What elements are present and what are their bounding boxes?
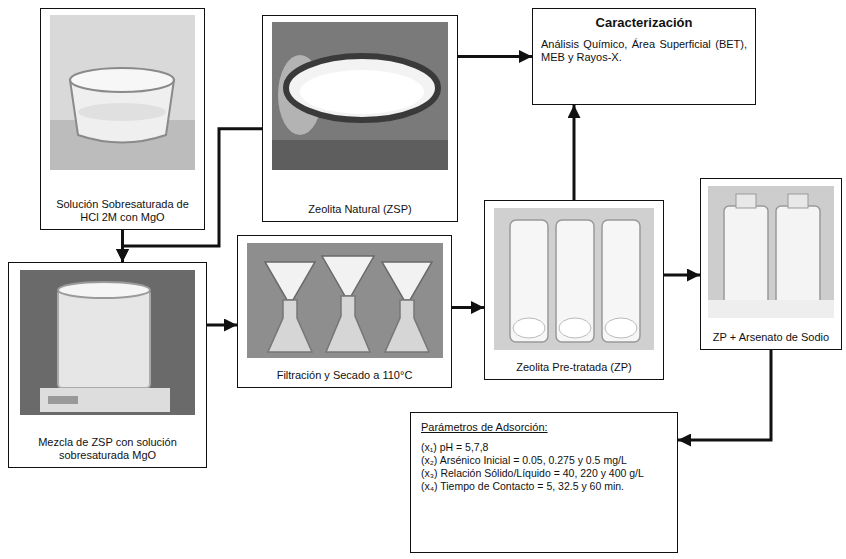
parameter-line: (x₄) Tiempo de Contacto = 5, 32.5 y 60 m… (421, 480, 667, 493)
process-box: Mezcla de ZSP con solución sobresaturada… (8, 262, 207, 468)
photo-caption: Solución Sobresaturada de HCl 2M con MgO (47, 198, 198, 224)
parameter-line: (x₃) Relación Sólido/Líquido = 40, 220 y… (421, 467, 667, 480)
box-heading: Parámetros de Adsorción: (421, 421, 667, 433)
flow-arrow (207, 324, 237, 327)
photo-caption: Zeolita Natural (ZSP) (269, 203, 451, 216)
box-heading: Caracterización (541, 15, 747, 30)
process-box: ZP + Arsenato de Sodio (700, 178, 842, 350)
photo-caption: Zeolita Pre-tratada (ZP) (491, 361, 657, 374)
funnels-photo (247, 243, 443, 358)
photo-caption: Mezcla de ZSP con solución sobresaturada… (15, 436, 200, 462)
box-body: Análisis Químico, Área Superficial (BET)… (541, 38, 747, 64)
parameters-box: Parámetros de Adsorción:(x₁) pH = 5,7,8(… (410, 412, 678, 553)
material-box: Zeolita Pre-tratada (ZP) (484, 200, 664, 380)
flow-arrow (678, 350, 771, 440)
stirrer-photo (20, 270, 195, 415)
flow-arrow (664, 274, 700, 277)
sieve-photo (272, 22, 448, 170)
process-box: Filtración y Secado a 110°C (237, 235, 452, 388)
parameter-line: (x₁) pH = 5,7,8 (421, 441, 667, 454)
material-box: Zeolita Natural (ZSP) (262, 15, 458, 222)
bottles-photo (708, 186, 834, 318)
flow-arrow (573, 105, 576, 200)
beaker-photo (50, 15, 195, 170)
photo-caption: ZP + Arsenato de Sodio (707, 331, 835, 344)
flow-arrow (458, 55, 532, 58)
flow-arrow (452, 306, 484, 309)
process-box: Solución Sobresaturada de HCl 2M con MgO (40, 8, 205, 230)
parameter-line: (x₂) Arsénico Inicial = 0.05, 0.275 y 0.… (421, 454, 667, 467)
characterization-box: CaracterizaciónAnálisis Químico, Área Su… (532, 8, 756, 105)
flow-arrow (123, 129, 263, 262)
photo-caption: Filtración y Secado a 110°C (244, 369, 445, 382)
tubes-photo (494, 208, 654, 350)
